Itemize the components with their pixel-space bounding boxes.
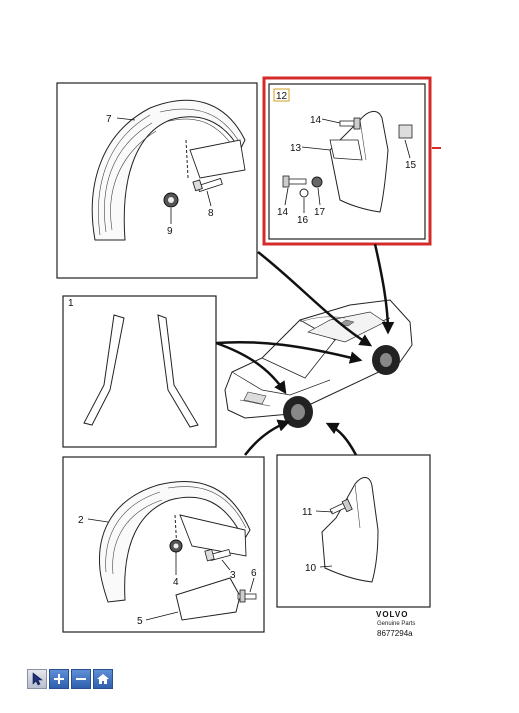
select-tool-button[interactable] bbox=[27, 669, 47, 689]
callout-17: 17 bbox=[314, 207, 326, 218]
panel-mud-flap-rear-highlighted: 12 14 13 15 14 16 17 bbox=[262, 76, 441, 246]
screw-11-icon bbox=[329, 498, 353, 515]
callout-9: 9 bbox=[167, 226, 173, 237]
callout-14-top: 14 bbox=[310, 115, 322, 126]
callout-5: 5 bbox=[137, 616, 143, 627]
washer-16-icon bbox=[299, 188, 309, 198]
callout-10: 10 bbox=[305, 563, 317, 574]
bracket-15-icon bbox=[398, 124, 413, 139]
panel-wheel-liner-rear: 2 4 3 6 5 bbox=[62, 456, 265, 633]
nut-9-icon bbox=[163, 192, 179, 208]
callout-13: 13 bbox=[290, 143, 302, 154]
callout-11: 11 bbox=[302, 507, 313, 518]
zoom-out-button[interactable] bbox=[71, 669, 91, 689]
car-illustration bbox=[224, 299, 413, 428]
screw-14-bottom-icon bbox=[282, 175, 307, 188]
callout-15: 15 bbox=[405, 160, 417, 171]
callout-16: 16 bbox=[297, 215, 309, 226]
callout-3: 3 bbox=[230, 570, 236, 581]
reference-code: 8677294a bbox=[377, 629, 413, 638]
bolt-8-icon bbox=[192, 177, 223, 193]
callout-4: 4 bbox=[173, 577, 179, 588]
callout-14-bottom: 14 bbox=[277, 207, 289, 218]
bolt-3-icon bbox=[204, 548, 231, 562]
logo-brand-text: VOLVO bbox=[376, 610, 408, 619]
cursor-icon bbox=[32, 672, 43, 686]
brand-logo: VOLVO Genuine Parts bbox=[376, 610, 415, 627]
callout-6: 6 bbox=[251, 568, 257, 579]
zoom-out-icon bbox=[76, 678, 86, 680]
home-button[interactable] bbox=[93, 669, 113, 689]
home-icon bbox=[97, 674, 109, 684]
pointer-arrows bbox=[215, 243, 395, 456]
callout-8: 8 bbox=[208, 208, 214, 219]
zoom-in-button[interactable] bbox=[49, 669, 69, 689]
viewer-toolbar bbox=[27, 669, 113, 689]
callout-2: 2 bbox=[78, 515, 84, 526]
callout-12: 12 bbox=[276, 91, 288, 102]
panel-seal-strips: 1 bbox=[62, 295, 217, 448]
panel-mud-flap-front: 11 10 bbox=[276, 454, 431, 608]
callout-7: 7 bbox=[106, 114, 112, 125]
logo-tagline: Genuine Parts bbox=[377, 621, 415, 627]
zoom-in-icon bbox=[54, 674, 64, 684]
screw-14-top-icon bbox=[339, 117, 361, 130]
splash-shield-5-icon bbox=[175, 577, 241, 621]
callout-1: 1 bbox=[68, 298, 74, 309]
highlight-frame bbox=[262, 76, 432, 246]
clip-6-icon bbox=[237, 589, 257, 603]
nut-17-icon bbox=[311, 176, 323, 188]
panel-wheel-liner-front: 7 8 9 bbox=[56, 82, 258, 279]
